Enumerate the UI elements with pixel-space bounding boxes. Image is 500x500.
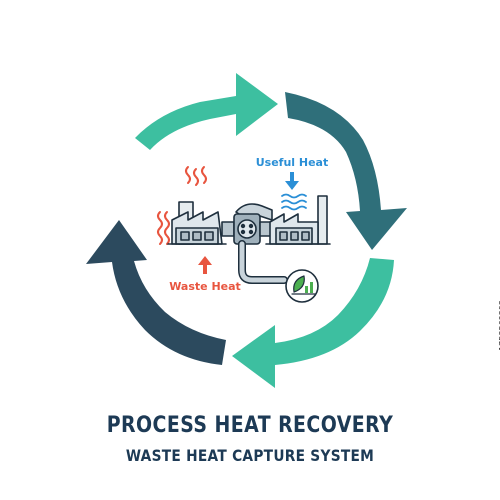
useful-heat-arrow — [285, 172, 299, 190]
cycle-arrow-right — [285, 92, 407, 250]
water-wave-icon — [281, 193, 307, 211]
cycle-arrows — [86, 73, 407, 388]
cycle-arrow-bottom — [232, 258, 394, 388]
eco-chart-icon — [285, 269, 319, 303]
diagram-subtitle: WASTE HEAT CAPTURE SYSTEM — [125, 446, 375, 465]
cycle-arrow-top — [135, 73, 278, 150]
pipe-valve-icon — [221, 203, 288, 284]
process-illustration — [157, 166, 331, 303]
heat-wave-icon — [157, 166, 207, 245]
plant-icon — [265, 195, 331, 245]
cycle-arrow-left — [86, 220, 226, 365]
factory-icon — [167, 201, 227, 245]
useful-heat-label: Useful Heat — [256, 156, 329, 169]
waste-heat-label: Waste Heat — [169, 280, 241, 293]
diagram-title: PROCESS HEAT RECOVERY — [106, 413, 394, 438]
waste-heat-arrow — [198, 256, 212, 274]
